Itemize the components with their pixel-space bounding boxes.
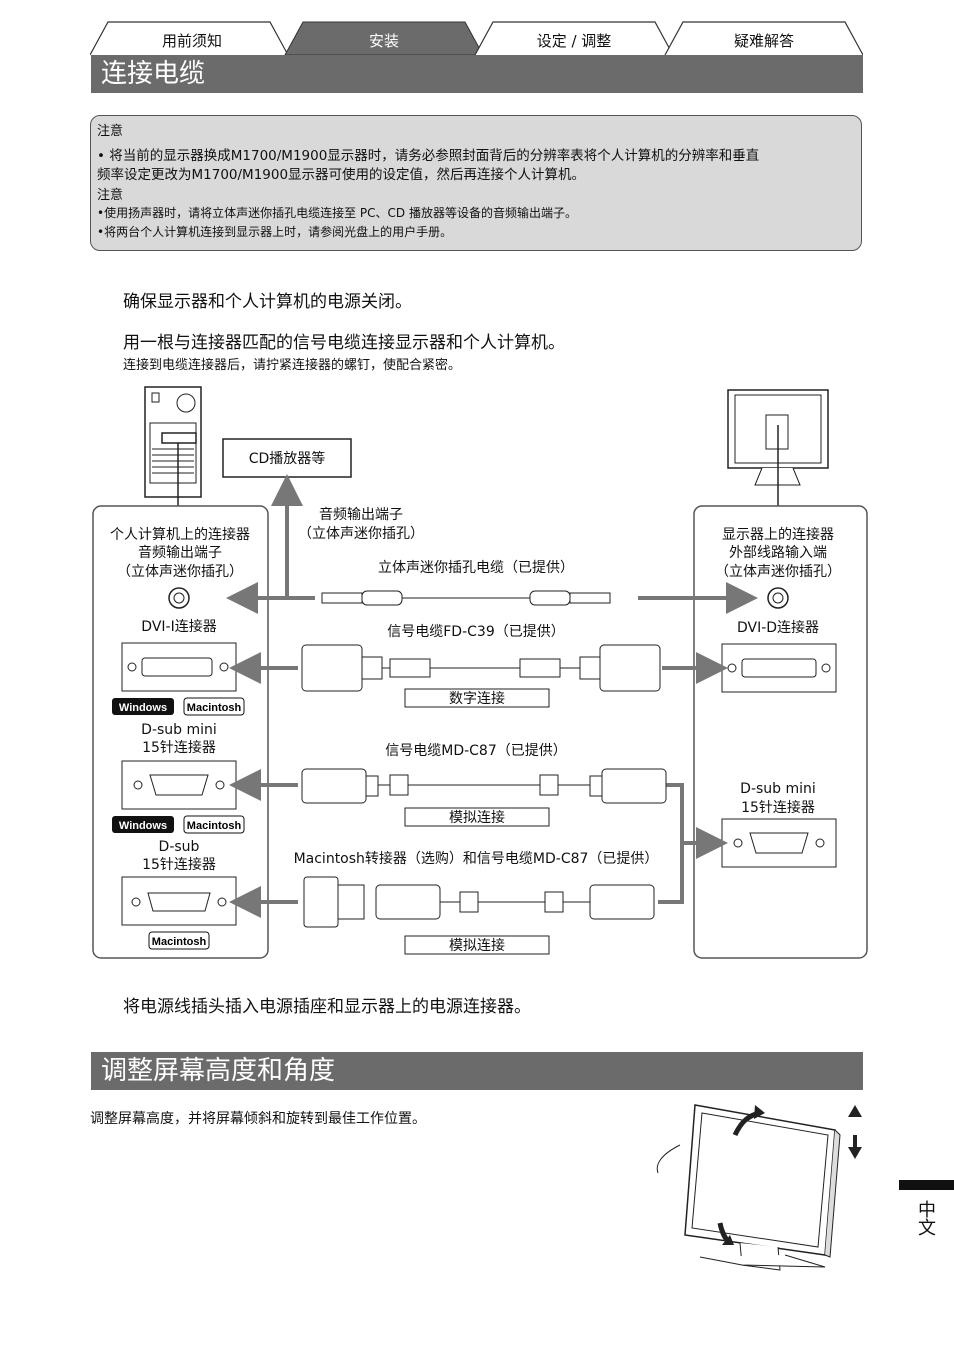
pc-audio-jack-inner-icon [173, 592, 185, 604]
cd-player-box [222, 438, 352, 478]
notes-box: 注意 • 将当前的显示器换成M1700/M1900显示器时，请务必参照封面背后的… [90, 115, 862, 251]
dvi-d-label: DVI-D连接器 [737, 619, 819, 636]
dsub-mini-pins-label: 15针连接器 [142, 739, 216, 756]
macintosh-badge-label: Macintosh [187, 702, 242, 714]
macintosh-badge [183, 815, 245, 834]
analog-label: 模拟连接 [449, 937, 505, 954]
digital-label-box [404, 688, 550, 708]
windows-badge [112, 698, 174, 715]
section-title-adjust-screen: 调整屏幕高度和角度 [91, 1052, 863, 1090]
note-item: •使用扬声器时，请将立体声迷你插孔电缆连接至 PC、CD 播放器等设备的音频输出… [97, 206, 577, 220]
step-1-text: 确保显示器和个人计算机的电源关闭。 [123, 292, 412, 312]
language-label: 中文 [915, 1200, 936, 1236]
connection-diagram: CD播放器等 个人计算机上的连接器 音频输出端子 （立体声迷你插孔） DVI-I… [92, 386, 868, 959]
monitor-connectors-title: 显示器上的连接器 [722, 526, 834, 543]
connection-arrows [226, 474, 758, 918]
step-3-text: 将电源线插头插入电源插座和显示器上的电源连接器。 [123, 997, 531, 1017]
macintosh-badge [148, 931, 210, 950]
adjust-screen-description: 调整屏幕高度，并将屏幕倾斜和旋转到最佳工作位置。 [90, 1111, 426, 1127]
note-item: 频率设定更改为M1700/M1900显示器可使用的设定值，然后再连接个人计算机。 [97, 167, 586, 183]
windows-badge-label: Windows [119, 702, 167, 714]
language-tab-bar [899, 1180, 954, 1190]
line-in-jack-label: （立体声迷你插孔） [715, 564, 841, 580]
line-in-label: 外部线路输入端 [729, 545, 827, 561]
dsub-label: D-sub [159, 839, 200, 855]
monitor-icon [727, 389, 829, 507]
step-2-note: 连接到电缆连接器后，请拧紧连接器的螺钉，使配合紧密。 [123, 358, 462, 373]
step-2-text: 用一根与连接器匹配的信号电缆连接显示器和个人计算机。 [123, 333, 565, 353]
analog-label-box [404, 807, 550, 827]
mac-adapter-cable-label: Macintosh转接器（选购）和信号电缆MD-C87（已提供） [294, 850, 659, 867]
tab-installation[interactable]: 安装 [368, 32, 399, 50]
pc-audio-out-label: 音频输出端子 [138, 544, 222, 561]
pc-audio-jack-icon [168, 587, 190, 609]
analog-label: 模拟连接 [449, 809, 505, 826]
md-c87-cable-label: 信号电缆MD-C87（已提供） [385, 743, 567, 759]
pc-connectors-title: 个人计算机上的连接器 [110, 526, 250, 543]
analog-label-box [404, 935, 550, 955]
audio-out-label: 音频输出端子 [319, 506, 403, 523]
tab-before-use[interactable]: 用前须知 [161, 32, 222, 50]
monitor-dsub-mini-label: D-sub mini [740, 781, 816, 797]
tab-settings[interactable]: 设定 / 调整 [536, 32, 612, 50]
dvi-i-label: DVI-I连接器 [141, 618, 216, 635]
tab-bar: 用前须知 安装 设定 / 调整 疑难解答 [90, 20, 863, 56]
note-item: •将两台个人计算机连接到显示器上时，请参阅光盘上的用户手册。 [97, 225, 453, 239]
dsub-mini-label: D-sub mini [141, 722, 217, 738]
mac-adapter-cable-icon [303, 876, 655, 928]
stereo-cable-label: 立体声迷你插孔电缆（已提供） [378, 560, 574, 576]
fd-c39-cable-label: 信号电缆FD-C39（已提供） [387, 624, 564, 640]
dvi-cable-icon [301, 644, 661, 692]
monitor-audio-jack-inner-icon [772, 592, 784, 604]
digital-label: 数字连接 [449, 690, 505, 707]
macintosh-badge [183, 697, 245, 716]
monitor-adjustment-icon [656, 1104, 862, 1271]
section-title-connect-cables: 连接电缆 [91, 55, 863, 93]
monitor-audio-jack-icon [767, 587, 789, 609]
macintosh-badge-label: Macintosh [152, 936, 207, 948]
monitor-dsub-mini-pins-label: 15针连接器 [741, 799, 815, 816]
pc-tower-icon [144, 386, 202, 507]
stereo-cable-icon [321, 590, 611, 606]
pc-audio-jack-label: （立体声迷你插孔） [117, 564, 243, 580]
note-item: • 将当前的显示器换成M1700/M1900显示器时，请务必参照封面背后的分辨率… [97, 148, 760, 164]
cd-player-label: CD播放器等 [249, 450, 326, 467]
dsub-pins-label: 15针连接器 [142, 856, 216, 873]
note-heading: 注意 [97, 124, 124, 139]
macintosh-badge-label: Macintosh [187, 820, 242, 832]
audio-out-jack-label: （立体声迷你插孔） [298, 526, 424, 542]
note-heading: 注意 [97, 188, 124, 203]
pc-connectors-panel [92, 505, 269, 959]
windows-badge-label: Windows [119, 820, 167, 832]
dsub-cable-icon [301, 768, 667, 804]
tab-troubleshooting[interactable]: 疑难解答 [733, 32, 794, 50]
windows-badge [112, 816, 174, 833]
